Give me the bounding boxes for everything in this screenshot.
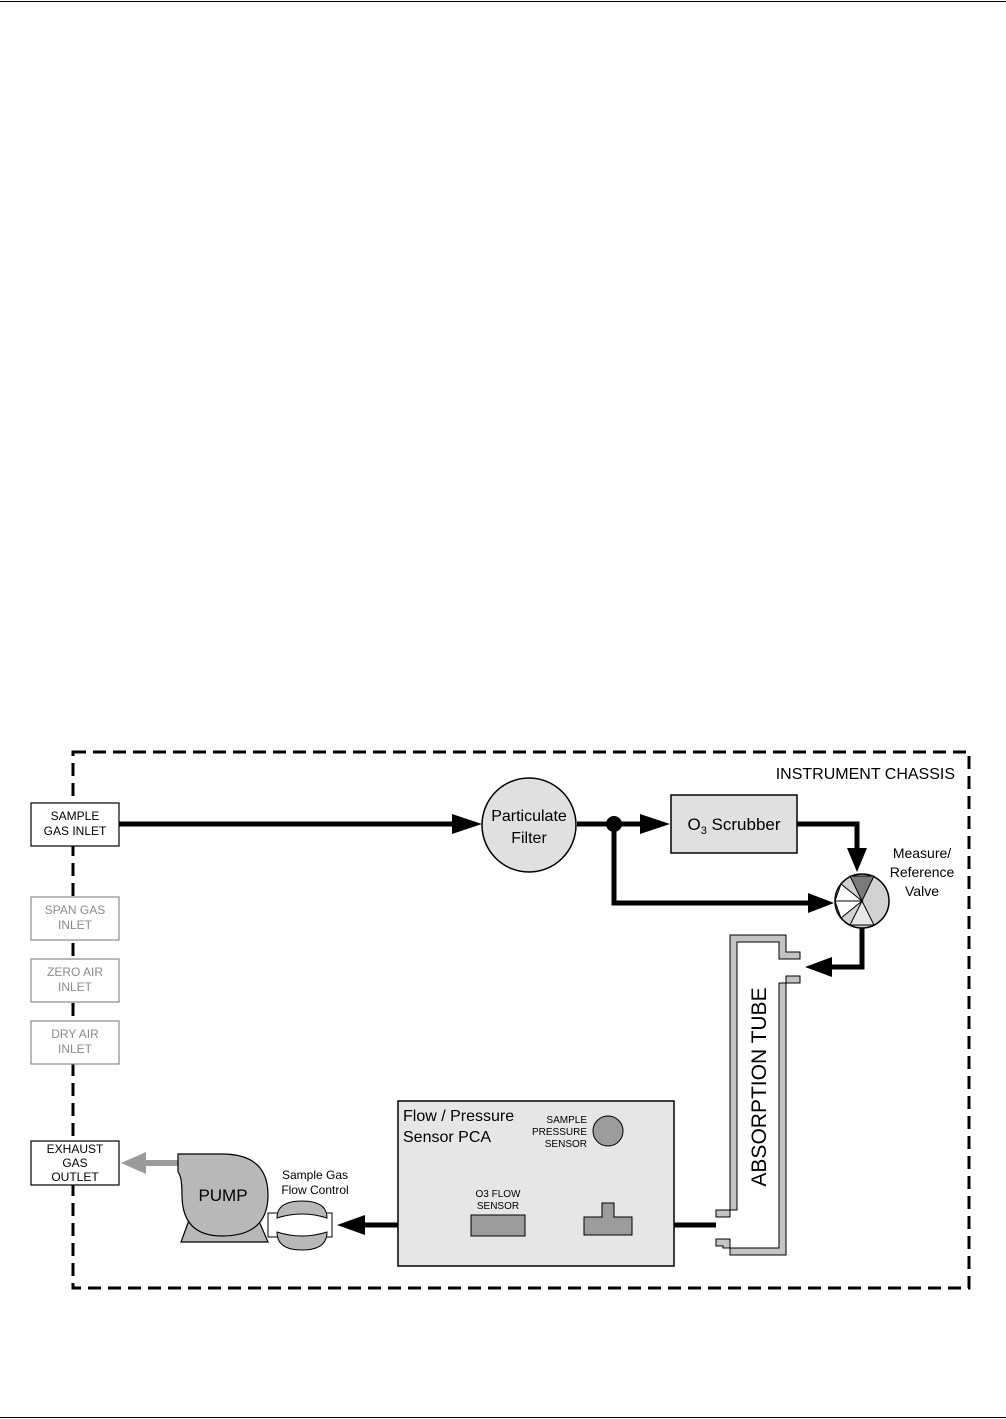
junction-dot [606, 816, 622, 832]
arrow-into-valve-left [808, 893, 834, 913]
line-valve-to-tube [830, 927, 865, 970]
arrow-into-filter [452, 814, 482, 834]
absorption-tube: ABSORPTION TUBE [715, 934, 801, 1256]
arrow-into-scrubber [640, 814, 670, 834]
svg-text:Flow / Pressure: Flow / Pressure [403, 1108, 514, 1125]
particulate-filter: Particulate Filter [481, 777, 577, 873]
svg-text:INLET: INLET [58, 918, 93, 932]
bottom-rule [0, 1417, 1006, 1418]
o3-flow-sensor: O3 FLOW SENSOR [470, 1189, 526, 1237]
sample-gas-inlet: SAMPLE GAS INLET [30, 802, 120, 847]
zero-air-inlet: ZERO AIR INLET [30, 958, 120, 1003]
sample-pressure-sensor: SAMPLE PRESSURE SENSOR [532, 1115, 624, 1150]
svg-text:GAS: GAS [62, 1156, 87, 1170]
svg-text:PRESSURE: PRESSURE [532, 1127, 587, 1138]
measure-reference-valve: Measure/ Reference Valve [834, 845, 955, 929]
arrow-into-valve-top [847, 848, 867, 872]
span-gas-inlet: SPAN GAS INLET [30, 896, 120, 941]
svg-text:SAMPLE: SAMPLE [546, 1115, 587, 1126]
top-rule [0, 1, 1006, 2]
exhaust-arrow [121, 1152, 178, 1174]
sample-gas-flow-control: Sample Gas Flow Control [267, 1168, 349, 1251]
instrument-chassis [71, 750, 971, 1290]
svg-text:Filter: Filter [511, 830, 547, 847]
svg-text:Sample Gas: Sample Gas [282, 1168, 348, 1182]
svg-text:EXHAUST: EXHAUST [47, 1142, 104, 1156]
arrow-into-tube [805, 957, 832, 977]
svg-text:O3 FLOW: O3 FLOW [475, 1189, 521, 1200]
flow-pressure-sensor-pca: Flow / Pressure Sensor PCA [397, 1100, 675, 1267]
svg-text:O3 Scrubber: O3 Scrubber [687, 815, 780, 837]
tee-fitting [583, 1202, 633, 1236]
svg-text:Valve: Valve [905, 883, 939, 899]
svg-text:Flow Control: Flow Control [281, 1183, 348, 1197]
svg-text:DRY AIR: DRY AIR [51, 1027, 99, 1041]
exhaust-gas-outlet: EXHAUST GAS OUTLET [30, 1140, 120, 1186]
svg-text:Sensor PCA: Sensor PCA [403, 1129, 491, 1146]
svg-text:SENSOR: SENSOR [477, 1201, 519, 1212]
dry-air-inlet: DRY AIR INLET [30, 1020, 120, 1065]
svg-text:ZERO AIR: ZERO AIR [47, 965, 103, 979]
svg-text:SENSOR: SENSOR [545, 1139, 587, 1150]
line-scrubber-to-valve [797, 821, 860, 850]
line-bypass-to-valve [611, 824, 810, 906]
svg-text:PUMP: PUMP [198, 1186, 247, 1205]
svg-text:GAS INLET: GAS INLET [44, 824, 107, 838]
svg-text:Reference: Reference [890, 864, 955, 880]
svg-text:Measure/: Measure/ [893, 845, 951, 861]
chassis-label: INSTRUMENT CHASSIS [776, 766, 955, 783]
svg-text:INLET: INLET [58, 1042, 93, 1056]
pump: PUMP [177, 1153, 269, 1243]
svg-text:SAMPLE: SAMPLE [51, 809, 100, 823]
arrow-into-flow-control [337, 1215, 365, 1235]
svg-text:INLET: INLET [58, 980, 93, 994]
svg-text:OUTLET: OUTLET [51, 1170, 99, 1184]
svg-text:Particulate: Particulate [491, 808, 567, 825]
svg-text:ABSORPTION TUBE: ABSORPTION TUBE [748, 987, 771, 1186]
svg-text:SPAN GAS: SPAN GAS [45, 903, 105, 917]
o3-scrubber: O3 Scrubber [670, 794, 798, 854]
